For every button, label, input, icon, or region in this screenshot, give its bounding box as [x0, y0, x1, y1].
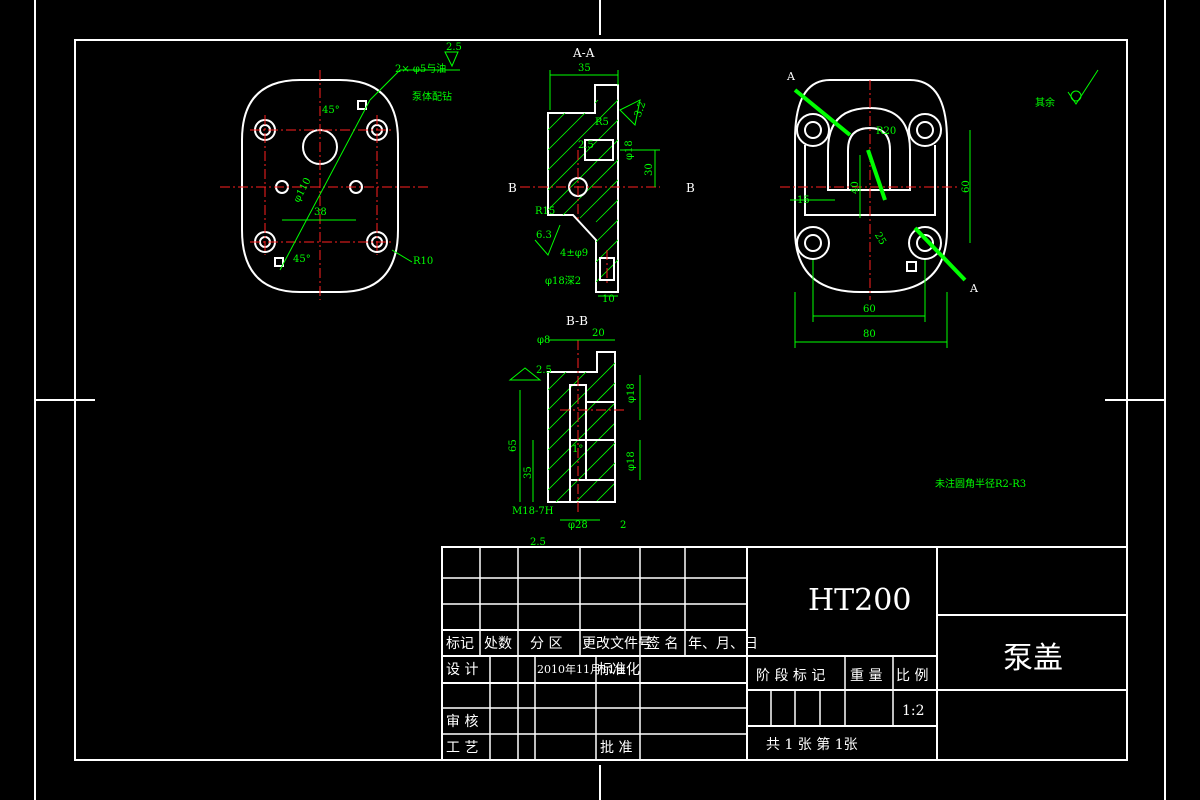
bb-dim-65: 65 [508, 439, 519, 452]
header-change-doc: 更改文件号 [582, 636, 652, 652]
bb-dim-phi18-top: φ18 [626, 383, 637, 403]
sheet-count: 共 1 张 第 1张 [766, 736, 858, 753]
bb-dim-phi28: φ28 [568, 520, 588, 531]
front-rough-25: 2.5 [446, 42, 462, 53]
section-b-right: B [686, 181, 695, 195]
bb-dim-35: 35 [523, 466, 534, 479]
stage-mark-label: 阶 段 标 记 [756, 668, 825, 684]
process-label: 工 艺 [446, 740, 478, 756]
section-b-left: B [508, 181, 517, 195]
section-aa-view: A-A [508, 46, 695, 305]
weight-label: 重 量 [850, 668, 882, 684]
aa-rough-32: 3.2 [633, 100, 649, 119]
front-view: 2× φ5与油 泵体配钻 45° 45° φ110 38 R10 2.5 [220, 42, 462, 300]
right-dim-15: 15 [797, 195, 810, 206]
right-dim-60: 60 [863, 304, 876, 315]
bb-dim-phi18-bottom: φ18 [626, 451, 637, 471]
right-dim-25: 25 [872, 231, 888, 248]
bb-dim-25: 2.5 [536, 365, 552, 376]
approve-label: 批 准 [600, 740, 632, 756]
roughness-note: 其余 [1035, 96, 1055, 109]
right-dim-60-vertical: 60 [961, 180, 972, 193]
front-dim-38: 38 [314, 207, 327, 218]
front-angle-bottom: 45° [293, 254, 311, 265]
standard-label: 标准化 [598, 662, 640, 678]
fillet-note: 未注圆角半径R2-R3 [935, 477, 1026, 490]
right-section-a-bottom: A [969, 282, 979, 295]
aa-rough-63: 6.3 [536, 230, 552, 241]
scale-value: 1:2 [902, 703, 925, 719]
front-hole-note: 2× φ5与油 [395, 62, 446, 75]
aa-dim-30: 30 [644, 163, 655, 176]
front-angle-top: 45° [322, 105, 340, 116]
header-zone: 分 区 [530, 636, 562, 652]
header-count: 处数 [484, 636, 512, 652]
front-dia-110: φ110 [292, 176, 314, 204]
aa-dim-35: 35 [578, 63, 591, 74]
ratio-label: 比 例 [896, 668, 928, 684]
bb-rough-25: 2.5 [530, 537, 546, 548]
bb-dim-phi8: φ8 [537, 335, 550, 346]
aa-dim-holes: 4±φ9 [560, 248, 588, 259]
section-bb-label: B-B [566, 314, 588, 328]
bb-dim-thread: M18-7H [512, 506, 554, 517]
aa-dim-r5: R5 [595, 117, 609, 128]
aa-dim-depth: φ18深2 [545, 275, 581, 287]
section-aa-label: A-A [572, 46, 595, 60]
aa-dim-phi18: φ18 [624, 140, 635, 160]
header-date: 年、月、日 [688, 636, 758, 652]
right-dim-40: 40 [850, 181, 861, 194]
design-label: 设 计 [446, 662, 478, 678]
right-dim-80: 80 [863, 329, 876, 340]
title-block: HT200 泵盖 1:2 共 1 张 第 1张 2010年11月11日 标记 处… [441, 546, 1128, 761]
aa-dim-25: 2.5 [578, 140, 594, 151]
bb-dim-2: 2 [620, 520, 626, 531]
front-dim-r10: R10 [413, 256, 433, 267]
right-view: A A R20 40 60 15 60 80 25 [780, 70, 979, 348]
review-label: 审 核 [446, 714, 478, 730]
front-drill-note: 泵体配钻 [412, 90, 452, 103]
right-section-a-top: A [786, 70, 796, 83]
design-date: 2010年11月11日 [537, 662, 626, 676]
bb-dim-20: 20 [592, 328, 605, 339]
part-name: 泵盖 [1003, 641, 1063, 676]
aa-dim-r15: R15 [535, 206, 555, 217]
material-label: HT200 [808, 583, 911, 618]
section-bb-view: B-B φ8 20 2.5 φ18 65 [508, 314, 641, 548]
right-dim-r20: R20 [876, 126, 896, 137]
header-mark: 标记 [446, 636, 474, 652]
bb-angle: 1° [572, 444, 583, 455]
aa-dim-10: 10 [602, 294, 615, 305]
header-signature: 签 名 [646, 635, 678, 652]
general-notes: 其余 未注圆角半径R2-R3 [935, 69, 1099, 490]
